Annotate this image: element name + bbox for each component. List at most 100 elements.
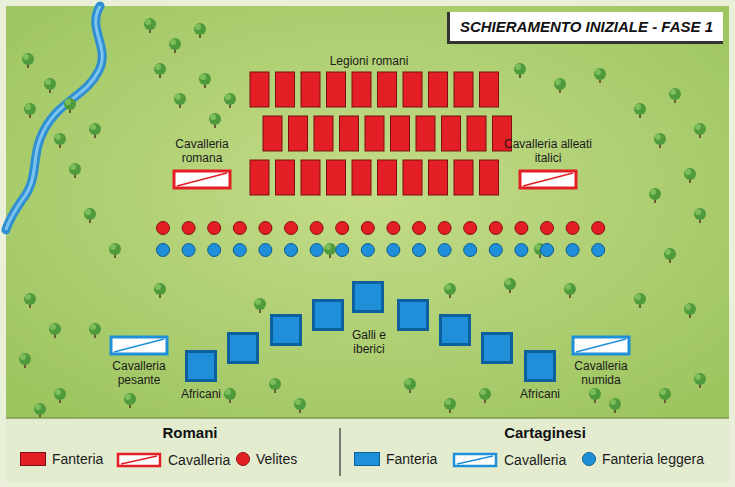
tree (694, 373, 706, 388)
tree (49, 323, 61, 338)
heavy-cavalry (111, 337, 167, 354)
velites (592, 222, 605, 235)
velites (438, 222, 451, 235)
legend-heading: Romani (120, 426, 260, 440)
legend-entry: Fanteria (20, 452, 103, 466)
legend-text: Velites (256, 452, 297, 466)
legion-block (263, 116, 282, 151)
tree (649, 188, 661, 203)
tree (64, 98, 76, 113)
tree (224, 388, 236, 403)
legion-block (276, 72, 295, 107)
legion-block (429, 160, 448, 195)
tree (89, 323, 101, 338)
legend-entry: Cavalleria (116, 452, 230, 468)
velites (361, 222, 374, 235)
light-infantry (233, 244, 246, 257)
tree (209, 113, 221, 128)
tree (589, 388, 601, 403)
light-infantry (387, 244, 400, 257)
tree (684, 168, 696, 183)
tree (154, 63, 166, 78)
carthaginian-infantry (312, 299, 344, 331)
legend-panel (6, 418, 729, 482)
velites (233, 222, 246, 235)
velites (515, 222, 528, 235)
tree (514, 63, 526, 78)
legend-swatch (20, 452, 46, 466)
light-infantry (592, 244, 605, 257)
carthaginian-infantry (397, 299, 429, 331)
light-infantry (464, 244, 477, 257)
tree (479, 388, 491, 403)
legend-dot (582, 452, 596, 466)
legion-block (250, 160, 269, 195)
legend-divider (339, 428, 341, 476)
tree (89, 123, 101, 138)
velites (413, 222, 426, 235)
tree (694, 123, 706, 138)
tree (199, 73, 211, 88)
unit-label: Cavalleria romana (162, 137, 242, 165)
legion-block (365, 116, 384, 151)
legend-cavalry-symbol (452, 452, 498, 468)
unit-label: Cavalleria numida (561, 359, 641, 387)
legion-block (403, 72, 422, 107)
tree (84, 208, 96, 223)
carthaginian-infantry (481, 332, 513, 364)
tree (194, 23, 206, 38)
river (6, 6, 102, 230)
tree (554, 78, 566, 93)
carthaginian-infantry (439, 314, 471, 346)
legend-cavalry-symbol (116, 452, 162, 468)
map-title: SCHIERAMENTO INIZIALE - FASE 1 (447, 12, 723, 44)
tree (254, 298, 266, 313)
legend-rule (6, 417, 729, 419)
field (6, 6, 729, 418)
tree (659, 388, 671, 403)
tree (594, 68, 606, 83)
units (111, 72, 629, 382)
river-highlight (6, 6, 102, 230)
tree (634, 103, 646, 118)
legion-block (391, 116, 410, 151)
legion-block (454, 72, 473, 107)
tree (24, 293, 36, 308)
light-infantry (259, 244, 272, 257)
carthaginian-infantry (352, 281, 384, 313)
legion-block (289, 116, 308, 151)
tree (684, 303, 696, 318)
tree (294, 398, 306, 413)
light-infantry (182, 244, 195, 257)
light-infantry (157, 244, 170, 257)
legion-block (301, 72, 320, 107)
velites (464, 222, 477, 235)
tree (564, 283, 576, 298)
legend-text: Cavalleria (168, 453, 230, 467)
tree (609, 398, 621, 413)
legion-block (454, 160, 473, 195)
tree (19, 353, 31, 368)
light-infantry (541, 244, 554, 257)
legion-block (340, 116, 359, 151)
legend-text: Fanteria (52, 452, 103, 466)
numidian-cavalry (573, 337, 629, 354)
light-infantry (413, 244, 426, 257)
tree (109, 243, 121, 258)
legend-entry: Fanteria (354, 452, 437, 466)
tree (54, 133, 66, 148)
tree (34, 403, 46, 418)
tree (664, 248, 676, 263)
light-infantry (438, 244, 451, 257)
unit-label: Galli e iberici (337, 328, 401, 356)
legion-block (480, 72, 499, 107)
legend-entry: Velites (236, 452, 297, 466)
legion-block (352, 160, 371, 195)
light-infantry (285, 244, 298, 257)
legion-block (429, 72, 448, 107)
army-label: Legioni romani (299, 54, 439, 68)
velites (566, 222, 579, 235)
light-infantry (515, 244, 528, 257)
legend-swatch (354, 452, 380, 466)
